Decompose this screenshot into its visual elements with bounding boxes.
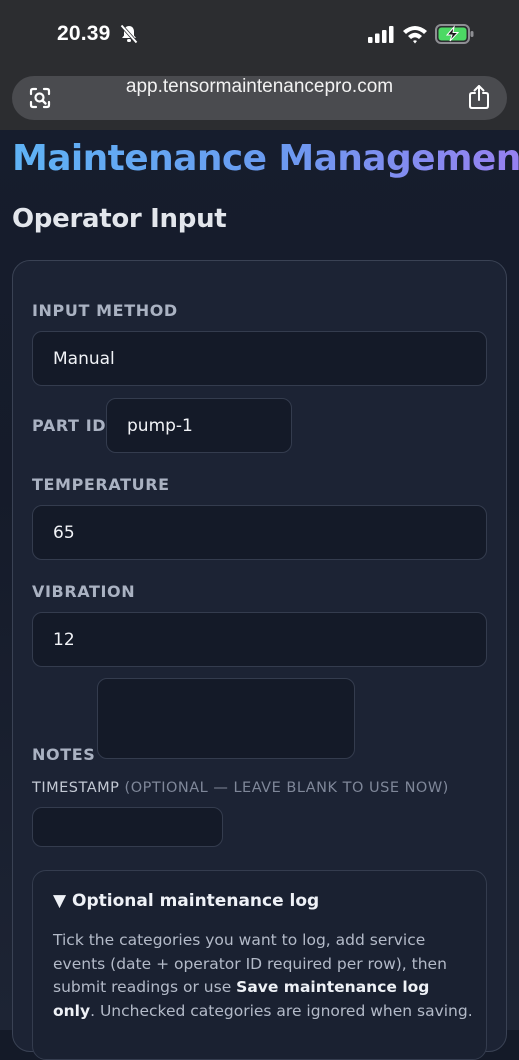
maintenance-log-description: Tick the categories you want to log, add… bbox=[53, 929, 473, 1023]
maintenance-log-panel: ▼ Optional maintenance log Tick the cate… bbox=[32, 870, 487, 1060]
timestamp-input[interactable] bbox=[32, 807, 223, 847]
url-text[interactable]: app.tensormaintenancepro.com bbox=[125, 76, 394, 97]
notes-textarea[interactable] bbox=[97, 678, 355, 759]
notes-label: NOTES bbox=[32, 745, 96, 764]
app-content: Maintenance Management Operator Input IN… bbox=[0, 130, 519, 1060]
timestamp-label-row: TIMESTAMP (OPTIONAL — LEAVE BLANK TO USE… bbox=[32, 780, 449, 796]
log-desc-part2: . Unchecked categories are ignored when … bbox=[90, 1001, 473, 1020]
bell-slash-icon bbox=[120, 24, 138, 44]
log-desc-part1: Tick the categories you want to log, add… bbox=[53, 931, 447, 996]
temperature-label: TEMPERATURE bbox=[32, 475, 170, 494]
part-id-label: PART ID bbox=[32, 416, 107, 435]
signal-icon bbox=[368, 26, 394, 43]
status-time: 20.39 bbox=[57, 22, 111, 45]
section-title: Operator Input bbox=[12, 204, 227, 234]
operator-input-card: INPUT METHOD Manual PART ID pump-1 TEMPE… bbox=[12, 260, 507, 1060]
address-bar[interactable]: app.tensormaintenancepro.com bbox=[12, 76, 507, 120]
log-desc-bold: Save maintenance log only bbox=[53, 978, 430, 1020]
share-icon[interactable] bbox=[468, 84, 490, 110]
input-method-select[interactable]: Manual bbox=[32, 331, 487, 386]
input-method-label: INPUT METHOD bbox=[32, 301, 178, 320]
brand-title: Maintenance Management bbox=[12, 138, 519, 179]
maintenance-log-toggle[interactable]: ▼ Optional maintenance log bbox=[53, 891, 320, 911]
timestamp-label: TIMESTAMP bbox=[32, 780, 120, 796]
vibration-input[interactable]: 12 bbox=[32, 612, 487, 667]
wifi-icon bbox=[403, 26, 427, 44]
browser-toolbar: app.tensormaintenancepro.com bbox=[0, 70, 519, 130]
timestamp-hint: (OPTIONAL — LEAVE BLANK TO USE NOW) bbox=[124, 780, 449, 796]
lens-icon[interactable] bbox=[28, 86, 52, 110]
status-bar: 20.39 bbox=[0, 0, 519, 70]
part-id-input[interactable]: pump-1 bbox=[106, 398, 292, 453]
battery-charging-icon bbox=[435, 24, 474, 44]
vibration-label: VIBRATION bbox=[32, 582, 136, 601]
temperature-input[interactable]: 65 bbox=[32, 505, 487, 560]
